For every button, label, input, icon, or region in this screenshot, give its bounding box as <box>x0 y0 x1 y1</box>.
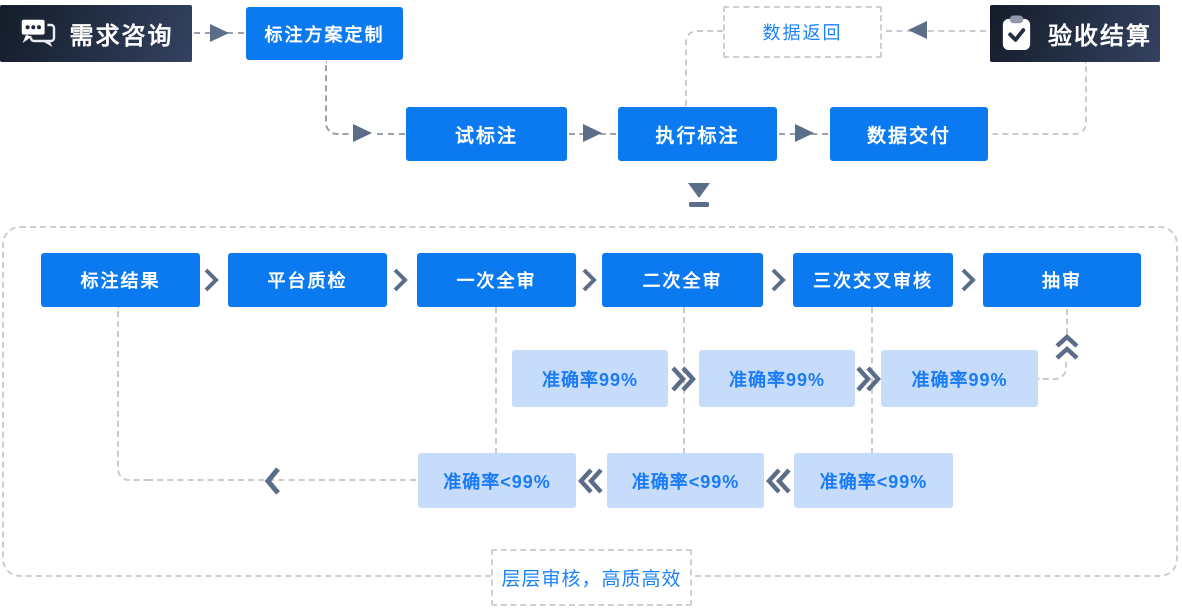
chevron-double-left-icon <box>766 467 792 495</box>
double-down-arrow-icon <box>686 182 712 210</box>
connector-datareturn-execute <box>685 30 723 108</box>
qc-stage-label: 二次全审 <box>642 271 723 291</box>
flow-node-acceptance-label: 验收结算 <box>1048 23 1152 50</box>
flow-node-data-return: 数据返回 <box>723 6 882 58</box>
flow-node-consult-label: 需求咨询 <box>69 23 174 50</box>
chevron-right-icon <box>392 267 408 293</box>
chevron-right-icon <box>581 267 597 293</box>
chevron-double-up-icon <box>1054 334 1080 362</box>
qc-stage-label: 一次全审 <box>456 271 537 291</box>
chevron-right-icon <box>960 267 976 293</box>
qc-stage-sampling-review: 抽审 <box>983 253 1141 307</box>
chevron-right-icon <box>203 267 219 293</box>
fail-box-label: 准确率<99% <box>631 471 740 492</box>
return-line <box>147 479 416 481</box>
fail-box-label: 准确率<99% <box>819 471 928 492</box>
clipboard-check-icon <box>998 14 1035 53</box>
arrowhead-left-icon <box>908 21 927 39</box>
flow-node-consult: 需求咨询 <box>0 5 192 62</box>
caption-label: 层层审核，高质高效 <box>501 569 682 590</box>
drop-line-sampling <box>1066 309 1068 334</box>
flow-node-trial: 试标注 <box>406 107 567 161</box>
flow-node-data-return-label: 数据返回 <box>762 23 843 43</box>
drop-line-third-review <box>871 307 873 454</box>
pass-box-3: 准确率99% <box>881 350 1038 407</box>
pass-box-1: 准确率99% <box>512 350 668 407</box>
drop-line-first-review <box>495 307 497 454</box>
fail-box-1: 准确率<99% <box>418 453 576 508</box>
flow-node-trial-label: 试标注 <box>454 125 518 147</box>
chevron-double-right-icon <box>855 365 881 393</box>
flow-node-acceptance: 验收结算 <box>990 5 1160 62</box>
flow-node-execute-label: 执行标注 <box>655 125 740 147</box>
qc-container <box>2 226 1178 577</box>
qc-stage-third-cross-review: 三次交叉审核 <box>793 253 953 307</box>
connector-plan-trial-corner <box>325 61 351 135</box>
qc-stage-label: 标注结果 <box>80 271 161 291</box>
flow-node-plan: 标注方案定制 <box>246 7 403 60</box>
fail-box-2: 准确率<99% <box>607 453 764 508</box>
chevron-double-left-icon <box>578 467 604 495</box>
connector-pass3-sampling <box>1038 360 1067 380</box>
flow-node-plan-label: 标注方案定制 <box>264 24 385 45</box>
arrowhead-right-icon <box>583 124 602 142</box>
connector-plan-trial <box>377 133 405 135</box>
qc-stage-label: 三次交叉审核 <box>813 271 933 291</box>
arrowhead-right-icon <box>795 124 814 142</box>
qc-stage-label: 抽审 <box>1042 271 1082 291</box>
qc-stage-second-full-review: 二次全审 <box>602 253 763 307</box>
qc-stage-first-full-review: 一次全审 <box>417 253 576 307</box>
caption-box: 层层审核，高质高效 <box>491 549 692 606</box>
pass-box-label: 准确率99% <box>728 369 826 390</box>
flow-node-execute: 执行标注 <box>618 107 777 161</box>
connector-delivery-acceptance <box>990 62 1087 135</box>
flow-node-delivery-label: 数据交付 <box>866 125 951 147</box>
flow-node-delivery: 数据交付 <box>830 107 988 161</box>
pass-box-label: 准确率99% <box>541 369 639 390</box>
pass-box-2: 准确率99% <box>699 350 855 407</box>
chevron-double-right-icon <box>670 365 696 393</box>
chevron-right-icon <box>770 267 786 293</box>
arrowhead-right-icon <box>210 24 229 42</box>
qc-stage-annotation-result: 标注结果 <box>41 253 200 307</box>
chat-bubbles-icon <box>18 17 57 50</box>
pass-box-label: 准确率99% <box>911 369 1008 390</box>
connector-acceptance-datareturn <box>886 30 986 32</box>
arrowhead-right-icon <box>353 124 372 142</box>
fail-box-label: 准确率<99% <box>443 471 551 492</box>
qc-stage-platform-check: 平台质检 <box>228 253 387 307</box>
qc-stage-label: 平台质检 <box>267 271 348 291</box>
connector-fail-return <box>117 307 147 481</box>
fail-box-3: 准确率<99% <box>794 453 953 508</box>
chevron-left-icon <box>264 466 282 496</box>
